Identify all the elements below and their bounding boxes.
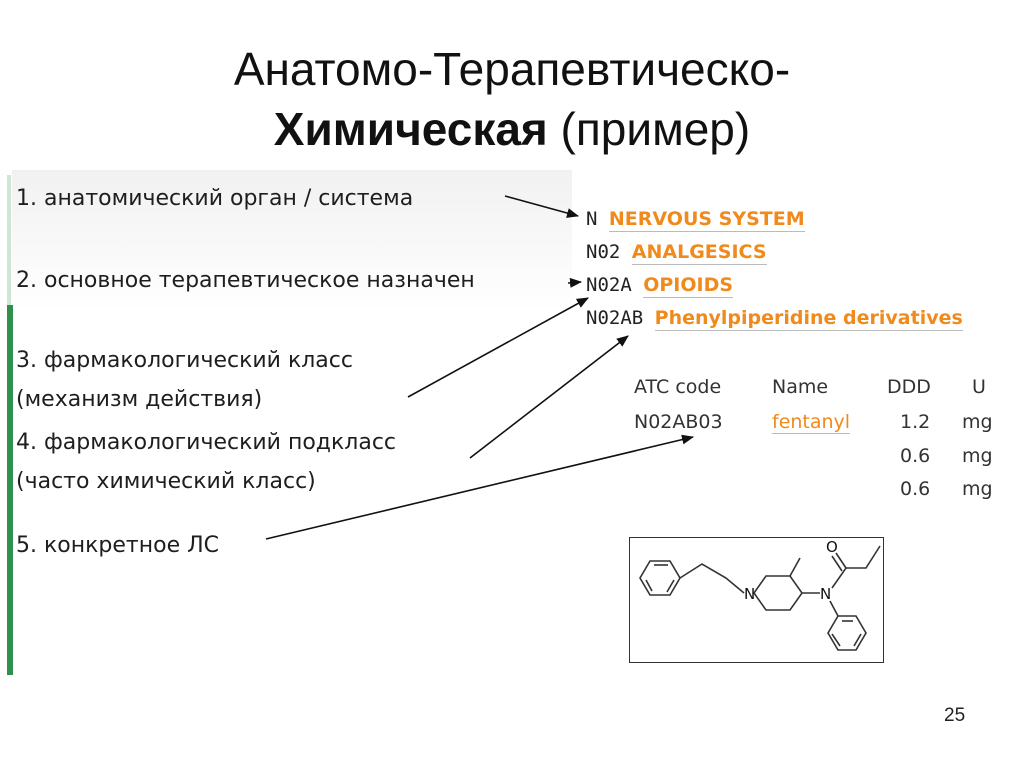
atc-row-n02a: N02A OPIOIDS [586,274,734,298]
col-header-ddd: DDD [887,376,931,398]
atc-code: N02AB [586,307,644,329]
arrow-level-1 [504,195,579,218]
col-header-u: U [972,376,986,398]
atc-code: N [586,208,598,230]
level-4-sub: (часто химический класс) [16,469,316,494]
atc-name: NERVOUS SYSTEM [608,208,805,232]
green-accent-bar [7,305,13,675]
level-4: 4. фармакологический подкласс [16,430,397,455]
cell-unit: mg [962,445,993,467]
atc-name: OPIOIDS [643,274,734,298]
cell-unit: mg [962,478,993,500]
page-number: 25 [944,705,966,726]
arrow-level-5 [265,434,694,540]
atc-row-n02: N02 ANALGESICS [586,241,767,265]
cell-drug-name[interactable]: fentanyl [772,411,851,434]
atc-code: N02A [586,274,632,296]
cell-atc: N02AB03 [634,411,723,433]
arrow-level-2 [567,277,582,288]
level-1: 1. анатомический орган / система [16,186,414,211]
col-header-name: Name [772,376,829,398]
atom-n-1: N [744,585,755,603]
cell-unit: mg [962,411,993,433]
atc-row-n: N NERVOUS SYSTEM [586,208,805,232]
atc-name: Phenylpiperidine derivatives [654,307,963,331]
atc-name: ANALGESICS [631,241,767,265]
level-2: 2. основное терапевтическое назначен [16,268,475,293]
col-header-atc: ATC code [634,376,722,398]
arrow-level-4 [469,335,629,459]
molecule-drawing: N N O [639,538,881,651]
fentanyl-structure: N N O [629,537,884,663]
phenyl-ring-right [827,615,867,651]
title-line-2: Химическая (пример) [0,102,1024,157]
levels-panel [12,170,572,670]
title-bold: Химическая [273,103,548,155]
cell-ddd: 0.6 [900,478,931,500]
arrow-level-3 [407,297,589,398]
atc-row-n02ab: N02AB Phenylpiperidine derivatives [586,307,963,331]
ethyl-chain [679,563,745,594]
cell-ddd: 1.2 [900,411,931,433]
light-accent-bar [7,175,11,305]
level-3: 3. фармакологический класс [16,348,353,373]
atc-code: N02 [586,241,621,263]
title-line-1: Анатомо-Терапевтическо- [233,43,791,95]
level-5: 5. конкретное ЛС [16,533,219,558]
atom-o: O [826,538,838,556]
level-3-sub: (механизм действия) [16,387,263,412]
title-rest: (пример) [547,103,751,155]
cell-ddd: 0.6 [900,445,931,467]
atom-n-2: N [820,585,831,603]
